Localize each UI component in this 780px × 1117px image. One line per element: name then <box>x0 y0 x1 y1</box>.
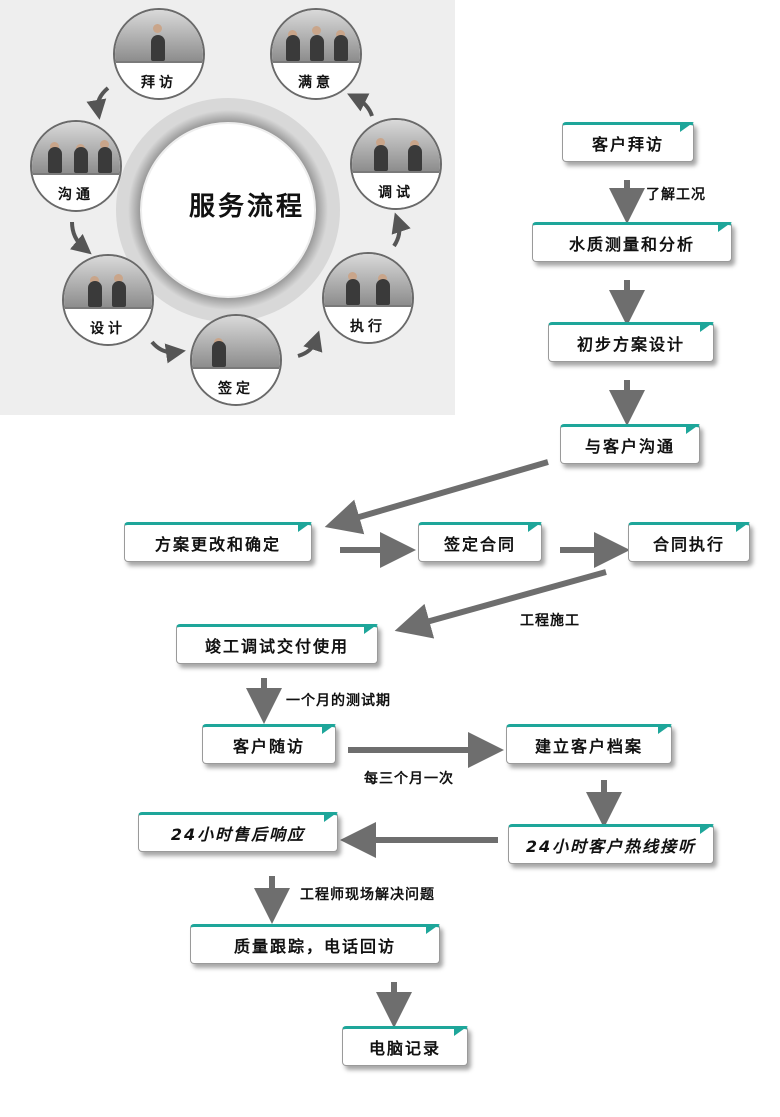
cycle-node-label: 沟通 <box>32 173 120 210</box>
cycle-center-title: 服务流程 <box>188 192 305 222</box>
flow-box-hotline: 24小时客户热线接听 <box>508 824 714 864</box>
cycle-node-visit: 拜访 <box>113 8 205 100</box>
design-photo <box>64 256 152 308</box>
satisfied-photo <box>272 10 360 62</box>
cycle-arrow-6 <box>347 93 374 117</box>
cycle-node-communicate: 沟通 <box>30 120 122 212</box>
cycle-arrow-4 <box>297 330 323 358</box>
cycle-ring-center <box>142 124 314 296</box>
flow-box-customer-file: 建立客户档案 <box>506 724 672 764</box>
cycle-node-satisfied: 满意 <box>270 8 362 100</box>
cycle-node-debug: 调试 <box>350 118 442 210</box>
communicate-photo <box>32 122 120 174</box>
cycle-node-label: 满意 <box>272 61 360 98</box>
flow-arrow-7-8 <box>394 569 607 639</box>
flow-box-plan-change: 方案更改和确定 <box>124 522 312 562</box>
arrow-label-test-period: 一个月的测试期 <box>286 693 391 709</box>
flow-box-after-sales: 24小时售后响应 <box>138 812 338 852</box>
flow-box-preliminary-design: 初步方案设计 <box>548 322 714 362</box>
cycle-arrow-3 <box>150 340 186 364</box>
cycle-arrow-2 <box>69 221 92 255</box>
visit-photo <box>115 10 203 62</box>
flow-box-follow-up: 客户随访 <box>202 724 336 764</box>
arrow-label-quarterly: 每三个月一次 <box>364 771 454 787</box>
cycle-node-execute: 执行 <box>322 252 414 344</box>
cycle-node-sign: 签定 <box>190 314 282 406</box>
flow-box-completion: 竣工调试交付使用 <box>176 624 378 664</box>
flow-box-customer-visit: 客户拜访 <box>562 122 694 162</box>
cycle-arrow-1 <box>86 86 110 120</box>
execute-photo <box>324 254 412 306</box>
flow-box-quality-tracking: 质量跟踪，电话回访 <box>190 924 440 964</box>
flow-box-computer-record: 电脑记录 <box>342 1026 468 1066</box>
cycle-arrow-5 <box>391 212 411 248</box>
cycle-node-design: 设计 <box>62 254 154 346</box>
cycle-node-label: 设计 <box>64 307 152 344</box>
flow-box-contract-execute: 合同执行 <box>628 522 750 562</box>
cycle-ring <box>116 98 340 322</box>
flow-box-communicate: 与客户沟通 <box>560 424 700 464</box>
flow-arrow-4-5 <box>324 459 549 535</box>
cycle-node-label: 拜访 <box>115 61 203 98</box>
sign-photo <box>192 316 280 368</box>
flow-box-sign-contract: 签定合同 <box>418 522 542 562</box>
cycle-node-label: 签定 <box>192 367 280 404</box>
arrow-label-engineer: 工程师现场解决问题 <box>300 887 435 903</box>
flow-box-water-analysis: 水质测量和分析 <box>532 222 732 262</box>
cycle-node-label: 执行 <box>324 305 412 342</box>
arrow-label-construction: 工程施工 <box>520 613 580 629</box>
debug-photo <box>352 120 440 172</box>
cycle-node-label: 调试 <box>352 171 440 208</box>
arrow-label-understand: 了解工况 <box>646 187 706 203</box>
